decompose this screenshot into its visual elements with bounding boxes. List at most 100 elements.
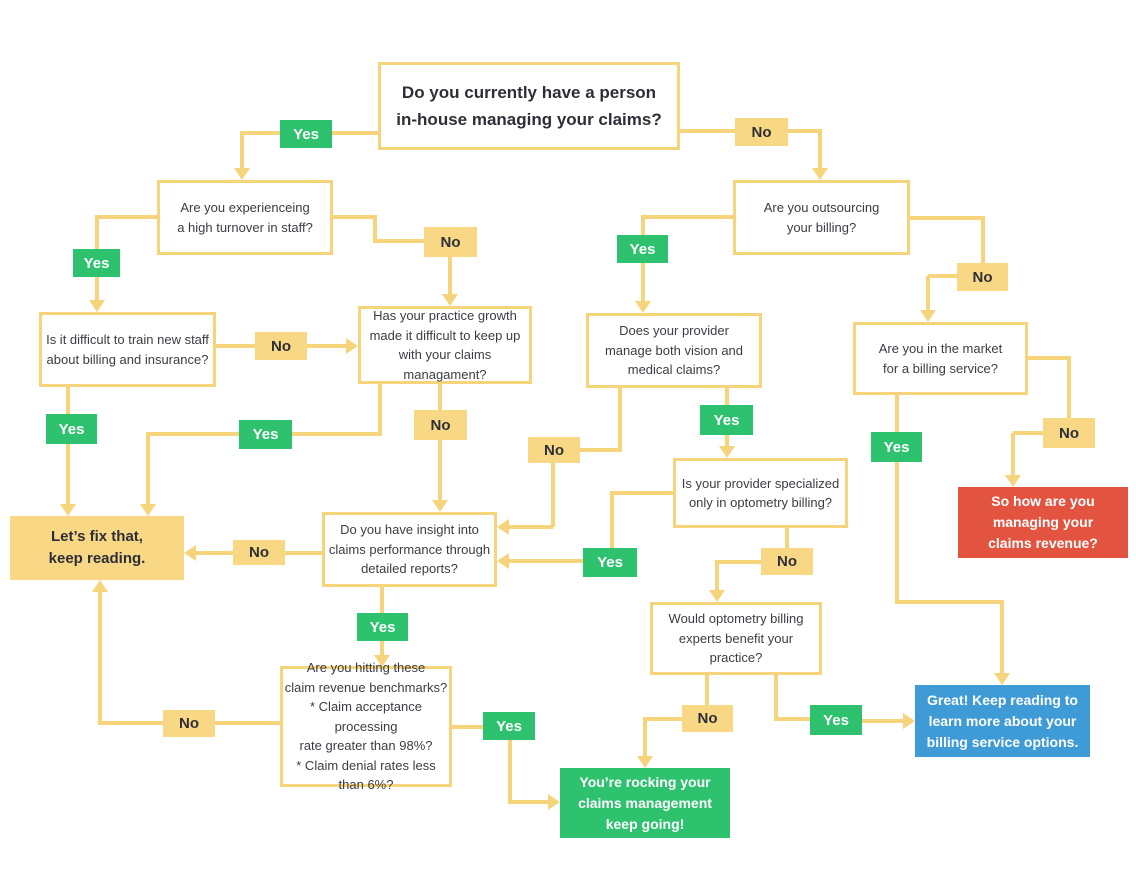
decision-label-yes-insight: Yes xyxy=(357,613,408,641)
question-box-optometry: Would optometry billing experts benefit … xyxy=(650,602,822,675)
connector-segment xyxy=(618,388,622,452)
connector-segment xyxy=(928,274,960,278)
connector-segment xyxy=(97,215,157,219)
connector-segment xyxy=(509,525,553,529)
connector-segment xyxy=(98,592,102,723)
connector-arrowhead-right xyxy=(346,338,358,354)
connector-arrowhead-down xyxy=(60,504,76,516)
decision-label-yes-outsourcing: Yes xyxy=(617,235,668,263)
decision-label-no-market: No xyxy=(1043,418,1095,448)
connector-segment xyxy=(785,528,789,550)
question-box-train: Is it difficult to train new staff about… xyxy=(39,312,216,387)
connector-arrowhead-down xyxy=(89,300,105,312)
decision-label-no-start: No xyxy=(735,118,788,146)
connector-arrowhead-left xyxy=(497,519,509,535)
connector-arrowhead-down xyxy=(994,673,1010,685)
decision-label-yes-benchmarks: Yes xyxy=(483,712,535,740)
connector-segment xyxy=(643,719,647,756)
decision-label-no-optometry: No xyxy=(682,705,733,732)
connector-arrowhead-down xyxy=(812,168,828,180)
connector-segment xyxy=(240,131,244,170)
connector-segment xyxy=(146,434,150,504)
connector-segment xyxy=(66,387,70,504)
result-box-fix: Let’s fix that, keep reading. xyxy=(10,516,184,580)
connector-segment xyxy=(641,215,733,219)
decision-label-no-outsourcing: No xyxy=(957,263,1008,291)
connector-segment xyxy=(580,448,620,452)
connector-segment xyxy=(378,384,382,436)
connector-segment xyxy=(818,129,822,170)
question-box-growth: Has your practice growth made it difficu… xyxy=(358,306,532,384)
connector-arrowhead-left xyxy=(184,545,196,561)
result-box-revenue: So how are you managing your claims reve… xyxy=(958,487,1128,558)
question-box-start: Do you currently have a person in-house … xyxy=(378,62,680,150)
question-box-benchmarks: Are you hitting these claim revenue benc… xyxy=(280,660,452,792)
decision-label-no-turnover: No xyxy=(424,227,477,257)
question-box-market: Are you in the market for a billing serv… xyxy=(853,322,1028,395)
connector-segment xyxy=(1013,431,1045,435)
connector-segment xyxy=(705,675,709,707)
connector-segment xyxy=(438,384,442,502)
connector-segment xyxy=(981,216,985,265)
decision-label-yes-market: Yes xyxy=(871,432,922,462)
connector-arrowhead-right xyxy=(548,794,560,810)
connector-segment xyxy=(373,215,377,243)
connector-segment xyxy=(375,239,427,243)
decision-label-no-insight: No xyxy=(233,540,285,565)
connector-segment xyxy=(926,276,930,312)
connector-arrowhead-down xyxy=(719,446,735,458)
connector-segment xyxy=(448,257,452,298)
connector-arrowhead-down xyxy=(920,310,936,322)
connector-arrowhead-up xyxy=(92,580,108,592)
connector-segment xyxy=(452,725,485,729)
connector-arrowhead-down xyxy=(635,301,651,313)
decision-label-yes-specialized: Yes xyxy=(583,548,637,577)
connector-segment xyxy=(1067,356,1071,420)
decision-label-no-growth: No xyxy=(414,410,467,440)
connector-arrowhead-down xyxy=(140,504,156,516)
connector-segment xyxy=(774,675,778,721)
decision-label-no-benchmarks: No xyxy=(163,710,215,737)
connector-arrowhead-left xyxy=(497,553,509,569)
connector-arrowhead-down xyxy=(442,294,458,306)
question-box-specialized: Is your provider specialized only in opt… xyxy=(673,458,848,528)
connector-segment xyxy=(895,600,1004,604)
connector-segment xyxy=(333,215,375,219)
connector-segment xyxy=(1026,356,1069,360)
result-box-rocking: You’re rocking your claims management ke… xyxy=(560,768,730,838)
decision-label-yes-optometry: Yes xyxy=(810,705,862,735)
connector-segment xyxy=(860,719,903,723)
connector-arrowhead-right xyxy=(903,713,915,729)
connector-arrowhead-down xyxy=(1005,475,1021,487)
connector-segment xyxy=(715,560,764,564)
decision-label-yes-growth: Yes xyxy=(239,420,292,449)
connector-segment xyxy=(895,395,899,604)
decision-label-yes-train: Yes xyxy=(46,414,97,444)
result-box-great: Great! Keep reading to learn more about … xyxy=(915,685,1090,757)
connector-arrowhead-down xyxy=(709,590,725,602)
decision-label-no-provider: No xyxy=(528,437,580,463)
connector-segment xyxy=(551,461,555,527)
connector-segment xyxy=(774,717,812,721)
connector-segment xyxy=(509,559,585,563)
connector-arrowhead-down xyxy=(374,655,390,667)
question-box-outsourcing: Are you outsourcing your billing? xyxy=(733,180,910,255)
connector-segment xyxy=(1000,602,1004,673)
decision-label-no-specialized: No xyxy=(761,548,813,575)
decision-label-yes-start: Yes xyxy=(280,120,332,148)
decision-label-yes-turnover: Yes xyxy=(73,249,120,277)
question-box-turnover: Are you experienceing a high turnover in… xyxy=(157,180,333,255)
connector-arrowhead-down xyxy=(637,756,653,768)
connector-segment xyxy=(508,738,512,802)
connector-segment xyxy=(910,216,983,220)
connector-arrowhead-down xyxy=(234,168,250,180)
connector-segment xyxy=(1011,433,1015,475)
question-box-provider: Does your provider manage both vision an… xyxy=(586,313,762,388)
connector-segment xyxy=(715,562,719,590)
connector-segment xyxy=(610,491,675,495)
decision-label-no-train: No xyxy=(255,332,307,360)
connector-segment xyxy=(643,717,684,721)
question-box-insight: Do you have insight into claims performa… xyxy=(322,512,497,587)
connector-segment xyxy=(610,491,614,550)
